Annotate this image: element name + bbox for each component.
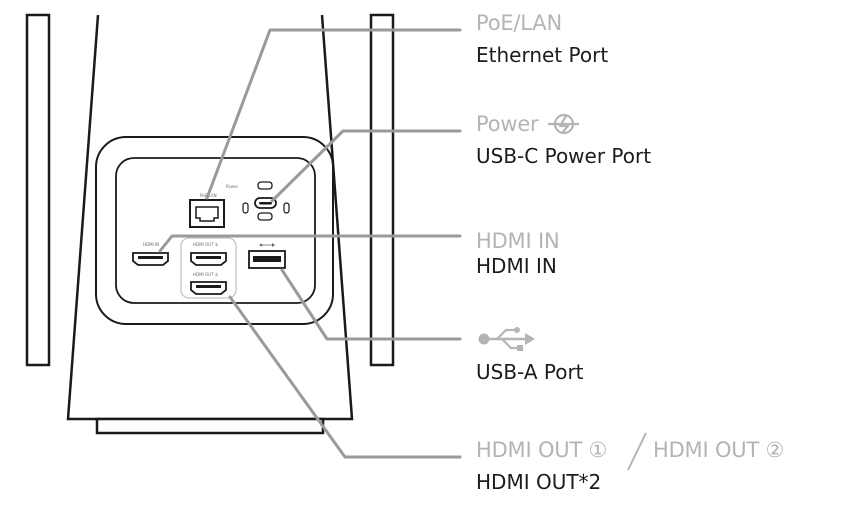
led-indicator-top <box>257 181 273 190</box>
hdmi-out-separator-slash <box>627 432 647 471</box>
device-label-hdmi-out-1: HDMI OUT ① <box>193 242 219 247</box>
callout-line-usb-a <box>280 268 462 341</box>
hdmi-out-subtitle: HDMI OUT*2 <box>476 470 602 494</box>
hdmi-out-bracket <box>180 237 237 299</box>
callout-line-hdmi-in <box>158 234 462 253</box>
callout-line-poe-lan <box>205 28 462 200</box>
hdmi-in-title: HDMI IN <box>476 229 560 253</box>
side-button-left <box>242 202 249 214</box>
usb-a-small-icon <box>259 243 275 247</box>
power-icon <box>548 113 579 135</box>
power-title: Power <box>476 112 539 136</box>
ethernet-port <box>189 199 225 228</box>
callout-line-hdmi-out <box>228 295 462 459</box>
device-label-hdmi-in: HDMI IN <box>143 242 159 247</box>
usb-icon <box>478 327 535 351</box>
hdmi-out-2-title: HDMI OUT ② <box>653 438 785 462</box>
device-label-hdmi-out-2: HDMI OUT ② <box>193 272 219 277</box>
led-indicator-bottom <box>257 212 273 221</box>
callout-line-power <box>270 129 462 203</box>
power-subtitle: USB-C Power Port <box>476 144 652 168</box>
device-label-power: Power <box>226 184 238 189</box>
right-antenna <box>369 13 395 367</box>
usb-a-subtitle: USB-A Port <box>476 360 584 384</box>
hdmi-in-subtitle: HDMI IN <box>476 254 557 278</box>
left-antenna <box>25 13 51 367</box>
hdmi-out-1-title: HDMI OUT ① <box>476 438 608 462</box>
device-stand <box>95 417 325 435</box>
side-button-right <box>283 202 290 214</box>
poe-lan-title: PoE/LAN <box>476 11 562 35</box>
poe-lan-subtitle: Ethernet Port <box>476 43 609 67</box>
